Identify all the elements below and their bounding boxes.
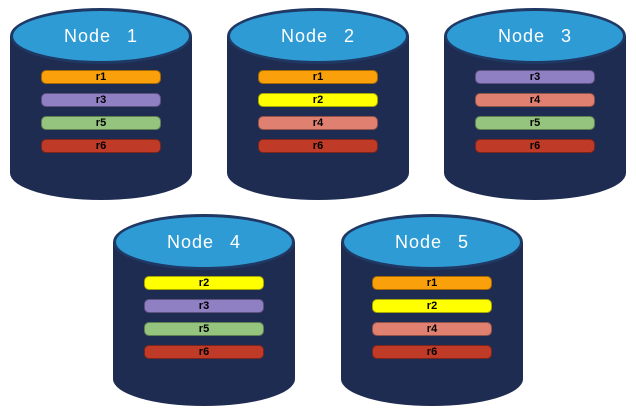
replica-bar-r5: r5 xyxy=(41,116,161,130)
database-node-4: Node 4 r2 r3 r5 r6 xyxy=(113,214,295,406)
replica-bar-r5: r5 xyxy=(144,322,264,336)
replica-bar-r4: r4 xyxy=(475,93,595,107)
replica-bar-r4: r4 xyxy=(258,116,378,130)
node-title: Node 5 xyxy=(394,231,470,252)
replica-bar-r3: r3 xyxy=(475,70,595,84)
database-node-2: Node 2 r1 r2 r4 r6 xyxy=(227,8,409,200)
cylinder-bottom xyxy=(341,352,523,406)
cylinder-bottom xyxy=(444,146,626,200)
replica-bar-r2: r2 xyxy=(144,276,264,290)
replica-bar-r5: r5 xyxy=(475,116,595,130)
replica-list: r2 r3 r5 r6 xyxy=(144,276,264,368)
replica-bar-r2: r2 xyxy=(258,93,378,107)
replica-bar-r3: r3 xyxy=(41,93,161,107)
database-node-1: Node 1 r1 r3 r5 r6 xyxy=(10,8,192,200)
cylinder-bottom xyxy=(227,146,409,200)
replica-bar-r3: r3 xyxy=(144,299,264,313)
replica-list: r1 r3 r5 r6 xyxy=(41,70,161,162)
replica-bar-r6: r6 xyxy=(372,345,492,359)
replica-bar-r2: r2 xyxy=(372,299,492,313)
replica-bar-r6: r6 xyxy=(475,139,595,153)
replica-bar-r6: r6 xyxy=(41,139,161,153)
cylinder-top: Node 4 xyxy=(113,214,295,270)
node-title: Node 1 xyxy=(63,25,139,46)
cylinder-top: Node 1 xyxy=(10,8,192,64)
database-node-5: Node 5 r1 r2 r4 r6 xyxy=(341,214,523,406)
replica-bar-r1: r1 xyxy=(41,70,161,84)
replica-bar-r6: r6 xyxy=(144,345,264,359)
node-row-top: Node 1 r1 r3 r5 r6 Node 2 r1 r2 r4 r6 Node 3 r… xyxy=(0,0,636,200)
replica-bar-r6: r6 xyxy=(258,139,378,153)
node-title: Node 3 xyxy=(497,25,573,46)
replica-bar-r1: r1 xyxy=(372,276,492,290)
cylinder-top: Node 3 xyxy=(444,8,626,64)
node-title: Node 2 xyxy=(280,25,356,46)
cylinder-top: Node 2 xyxy=(227,8,409,64)
replica-list: r1 r2 r4 r6 xyxy=(258,70,378,162)
cylinder-top: Node 5 xyxy=(341,214,523,270)
node-title: Node 4 xyxy=(166,231,242,252)
replica-bar-r4: r4 xyxy=(372,322,492,336)
replica-list: r3 r4 r5 r6 xyxy=(475,70,595,162)
replica-list: r1 r2 r4 r6 xyxy=(372,276,492,368)
cylinder-bottom xyxy=(113,352,295,406)
replica-bar-r1: r1 xyxy=(258,70,378,84)
node-row-bottom: Node 4 r2 r3 r5 r6 Node 5 r1 r2 r4 r6 xyxy=(0,214,636,406)
database-node-3: Node 3 r3 r4 r5 r6 xyxy=(444,8,626,200)
cylinder-bottom xyxy=(10,146,192,200)
